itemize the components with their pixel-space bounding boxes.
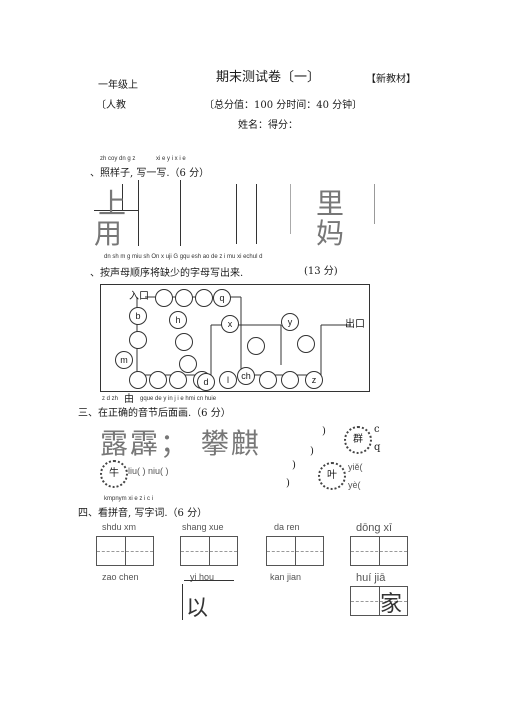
option-q[interactable]: q: [374, 442, 381, 453]
maze-entry: 入口: [129, 291, 149, 302]
section4-title: 四、看拼音, 写字词.（6 分）: [78, 508, 208, 519]
maze-letter: y: [281, 313, 299, 331]
home-char: 家: [380, 592, 403, 617]
score-time-info: 〔总分值：100 分时间：40 分钟〕: [204, 100, 363, 111]
option-ye1[interactable]: yiě(: [348, 462, 363, 472]
section3-title: 三、在正确的音节后面画.（6 分）: [78, 408, 231, 419]
letter-maze: 入口 q b h x y 出口 m ch z l d: [100, 284, 370, 392]
maze-letter: x: [221, 315, 239, 333]
pinyin-1: shdu xm: [102, 522, 137, 532]
maze-circle[interactable]: [129, 331, 147, 349]
s1-pinyin-hint2: xi e y i x i e: [156, 156, 186, 162]
maze-letter: m: [115, 351, 133, 369]
s3-pinyin-char: 由: [124, 394, 134, 405]
maze-circle[interactable]: [195, 289, 213, 307]
flower-niu: 牛: [100, 460, 128, 488]
char-shang: 上: [98, 187, 127, 220]
maze-circle[interactable]: [175, 289, 193, 307]
writing-grid[interactable]: [266, 536, 324, 566]
pinyin-4: dōng xī: [356, 522, 393, 534]
fragment-char: 以: [186, 596, 209, 621]
niu-options[interactable]: liu( ) niu( ): [128, 466, 169, 476]
pinyin-3: da ren: [274, 522, 300, 532]
char-ma: 妈: [316, 217, 345, 250]
pinyin-8: huí jiā: [356, 572, 386, 584]
s3-words: 露霹； 攀麒: [100, 427, 261, 460]
pinyin-7: kan jian: [270, 572, 302, 582]
exam-title: 期末测试卷〔一〕: [216, 70, 321, 85]
maze-letter: b: [129, 307, 147, 325]
maze-letter: z: [305, 371, 323, 389]
writing-grid[interactable]: [180, 536, 238, 566]
publisher-label: 〔人教: [96, 100, 126, 111]
writing-grid[interactable]: [350, 536, 408, 566]
maze-letter: q: [213, 289, 231, 307]
maze-circle[interactable]: [259, 371, 277, 389]
flower-qun: 群: [344, 426, 372, 454]
s1-pinyin-hint: zh coy dn g z: [100, 156, 136, 162]
maze-circle[interactable]: [169, 371, 187, 389]
writing-grid[interactable]: [350, 586, 408, 616]
s4-pinyin-hint: kmpnym xi e z i c i: [104, 496, 154, 502]
char-li: 里: [316, 187, 345, 220]
char-yong: 用: [94, 217, 123, 250]
section1-title: 、照样子, 写一写.（6 分）: [90, 168, 210, 179]
name-score-line: 姓名：得分：: [238, 120, 298, 131]
section2-title: 、按声母顺序将缺少的字母写出来.: [90, 268, 244, 279]
pinyin-5: zao chen: [102, 572, 139, 582]
maze-circle[interactable]: [175, 333, 193, 351]
maze-exit: 出口: [345, 319, 365, 330]
s3-pinyin-hint: z d zh: [102, 396, 119, 402]
option-ye2[interactable]: yè(: [348, 480, 361, 490]
maze-letter: d: [197, 373, 215, 391]
pinyin-2: shang xue: [182, 522, 224, 532]
pinyin-6: yi hou: [190, 572, 215, 582]
flower-ye: 叶: [318, 462, 346, 490]
writing-grid[interactable]: [96, 536, 154, 566]
maze-circle[interactable]: [155, 289, 173, 307]
maze-letter: h: [169, 311, 187, 329]
maze-circle[interactable]: [149, 371, 167, 389]
maze-circle[interactable]: [129, 371, 147, 389]
edition-tag: 【新教材】: [366, 74, 416, 85]
maze-circle[interactable]: [179, 355, 197, 373]
maze-circle[interactable]: [247, 337, 265, 355]
s2-pinyin-hint: dn sh m g miu sh On x uji G gqu esh ao d…: [104, 254, 263, 260]
maze-circle[interactable]: [281, 371, 299, 389]
maze-letter: l: [219, 371, 237, 389]
maze-circle[interactable]: [297, 335, 315, 353]
s3-pinyin-hint2: gque de y in j i e hmi cn huie: [140, 396, 217, 402]
section2-points: (13 分): [304, 266, 338, 277]
grade-label: 一年级上: [98, 80, 138, 91]
option-c[interactable]: c: [374, 424, 380, 435]
maze-letter: ch: [237, 367, 255, 385]
